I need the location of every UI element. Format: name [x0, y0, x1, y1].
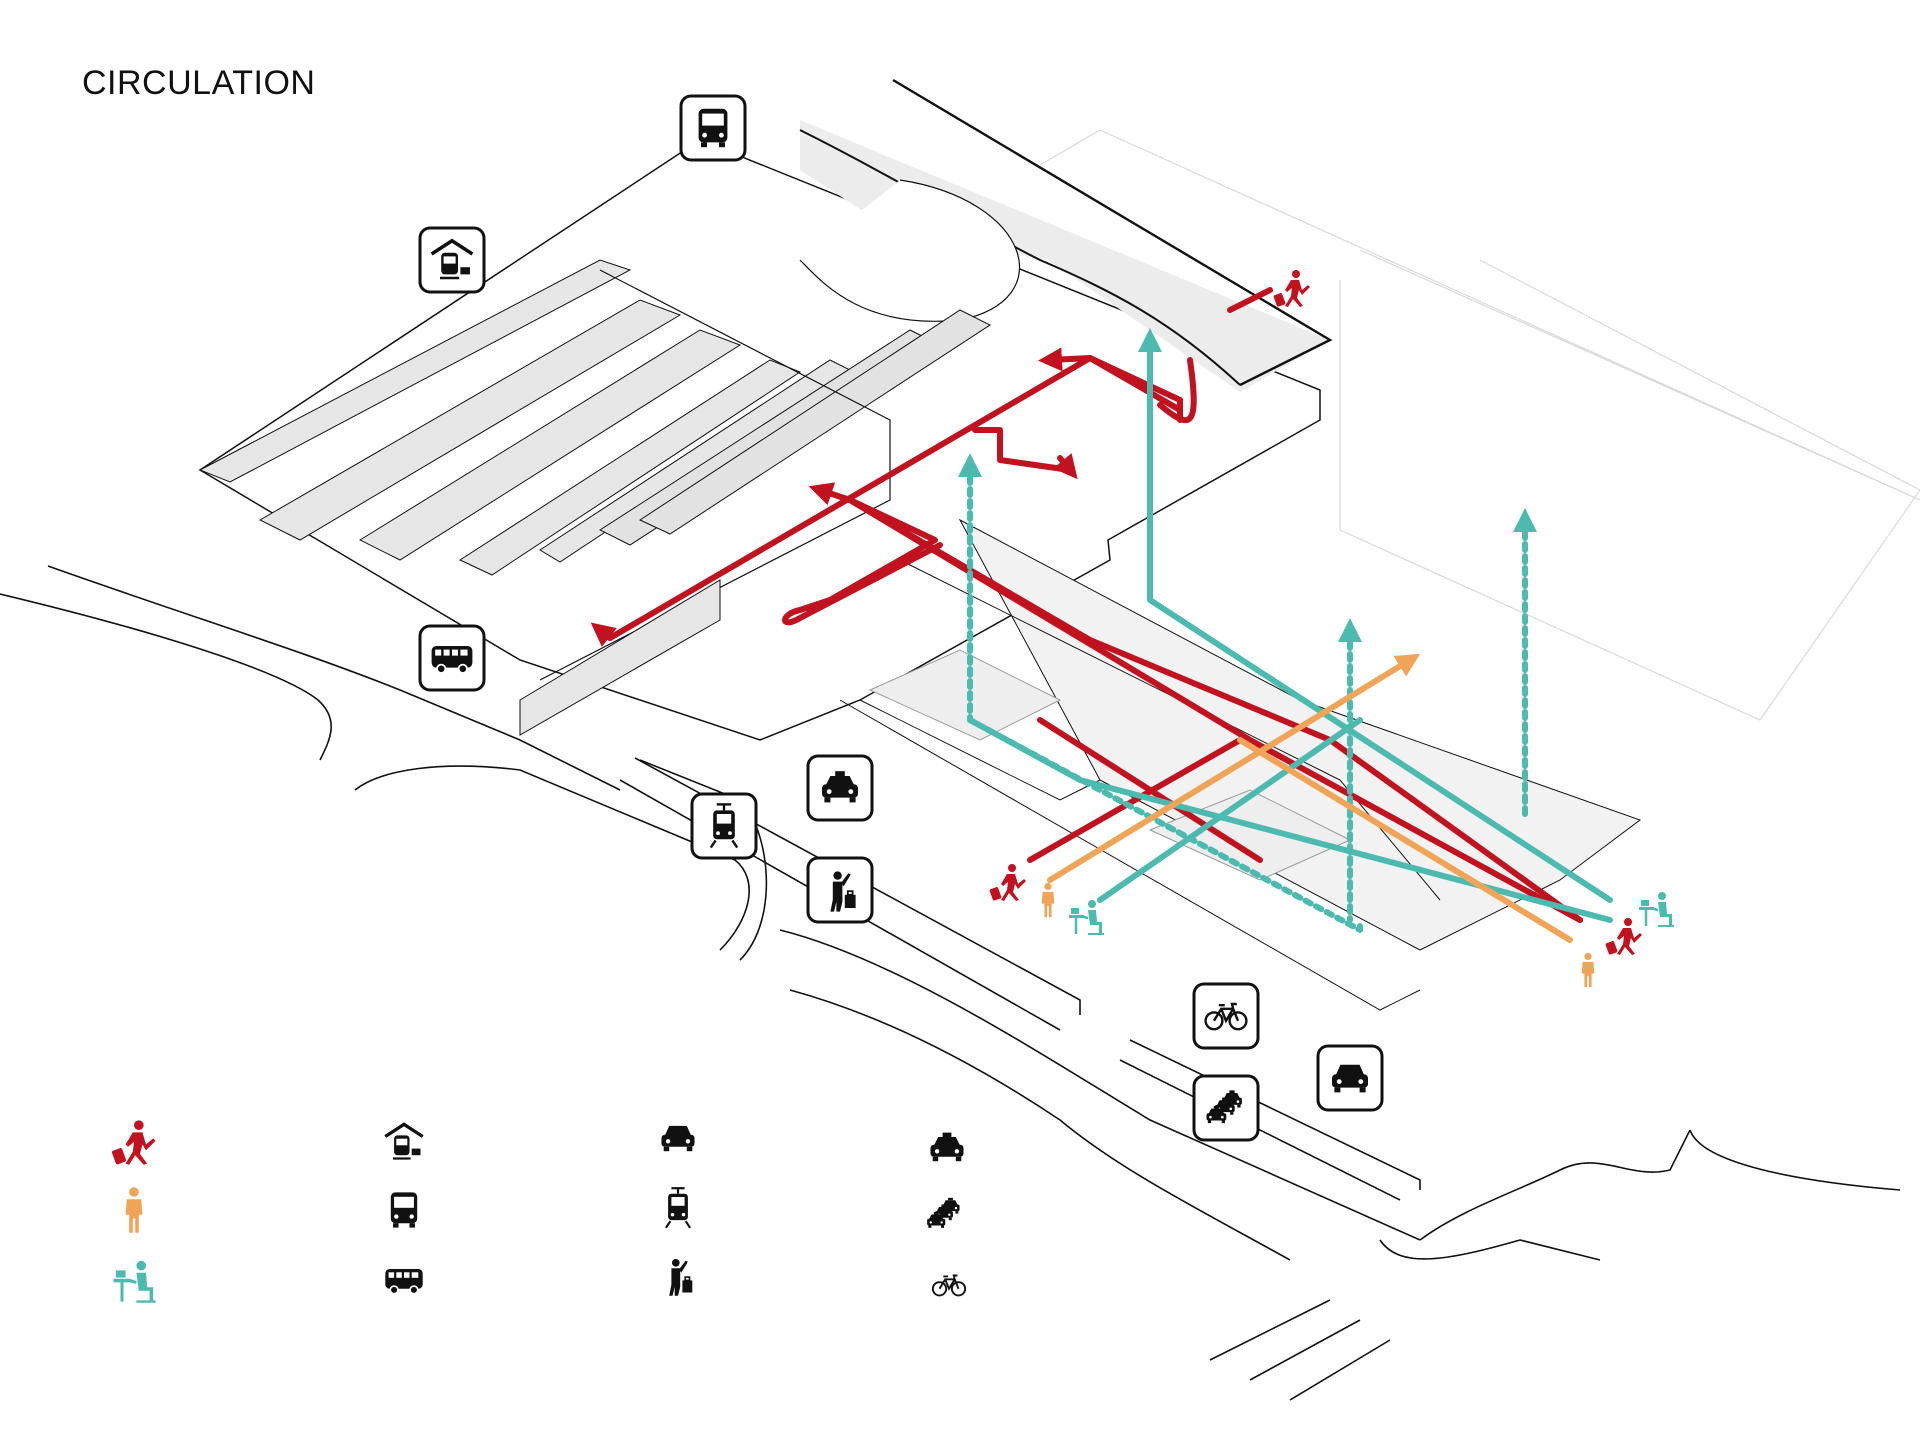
traveler-with-luggage-icon [111, 1120, 156, 1165]
tram-icon [664, 1187, 692, 1229]
bicycle-icon [1192, 982, 1260, 1050]
pedestrian-routes [1047, 653, 1573, 943]
car-icon [1316, 1044, 1384, 1112]
train-station-icon [418, 226, 486, 294]
office-worker-icon [112, 1259, 158, 1304]
legend [111, 1120, 967, 1304]
coach-bus-icon [418, 624, 486, 692]
passenger-route-main [847, 497, 1583, 923]
worker-routes [958, 328, 1613, 933]
page-title: CIRCULATION [82, 64, 316, 102]
bus-icon [679, 94, 747, 162]
taxi-icon [930, 1132, 964, 1162]
train-station-icon [383, 1122, 425, 1161]
taxi-rank-icon [1192, 1074, 1260, 1142]
tram-icon [690, 792, 758, 860]
coach-bus-icon [384, 1268, 424, 1295]
taxi-icon [806, 754, 874, 822]
bicycle-icon [931, 1274, 967, 1297]
bus-icon [390, 1192, 418, 1228]
taxi-hail-icon [668, 1258, 694, 1297]
pedestrian-icon [125, 1187, 143, 1233]
taxi-hail-icon [806, 856, 874, 924]
car-icon [661, 1125, 695, 1152]
taxi-rank-icon [927, 1198, 959, 1228]
